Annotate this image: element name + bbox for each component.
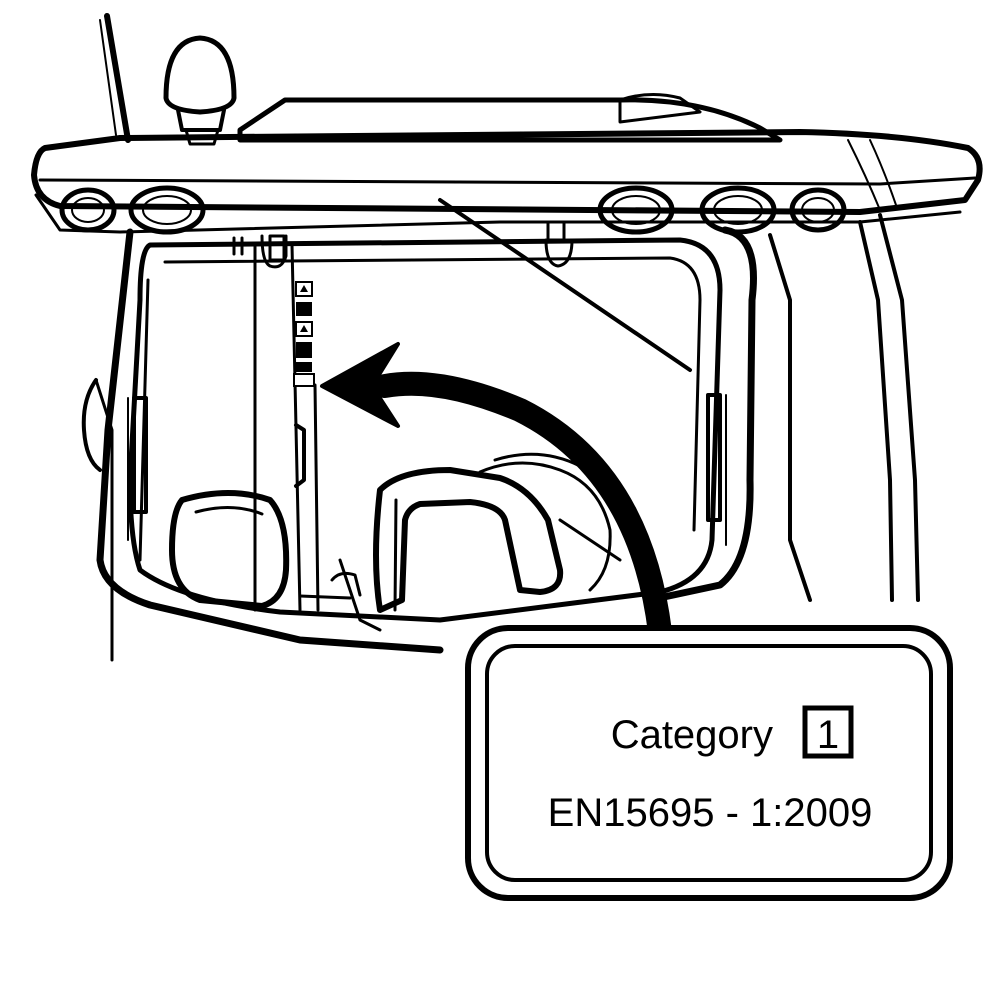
label-outer-border <box>465 625 953 901</box>
standard-text: EN15695 - 1:2009 <box>548 791 873 835</box>
cab-corner-pillar <box>878 213 920 602</box>
gps-dome-antenna <box>163 35 237 146</box>
work-light <box>59 187 117 233</box>
roof-antennas <box>99 13 237 146</box>
cab-outer-frame <box>96 228 444 654</box>
work-light <box>789 187 847 233</box>
cab-frame <box>81 198 920 662</box>
warning-decals <box>293 281 315 387</box>
category-number: 1 <box>817 713 839 757</box>
roof-edge <box>31 129 983 215</box>
wipers <box>127 393 727 546</box>
location-arrow <box>320 342 672 644</box>
rear-window <box>127 237 723 623</box>
roof-hatch <box>618 93 702 124</box>
side-mirror-bracket <box>81 378 102 472</box>
label-inner-border <box>485 644 933 882</box>
cab-roof <box>31 93 983 234</box>
cab-right-frame <box>646 226 757 604</box>
work-light <box>128 185 206 235</box>
category-text: Category <box>611 713 773 757</box>
grab-handle <box>294 423 306 488</box>
work-lights <box>59 185 847 235</box>
seat-back <box>169 490 290 609</box>
interior-pillar <box>232 220 574 612</box>
work-light <box>597 185 675 235</box>
steering-wheel <box>478 461 612 592</box>
whip-antenna <box>99 13 131 143</box>
armrest <box>373 467 564 613</box>
certification-label: Category 1 EN15695 - 1:2009 <box>465 625 953 901</box>
operator-seat <box>169 452 622 632</box>
category-number-box <box>802 705 854 759</box>
